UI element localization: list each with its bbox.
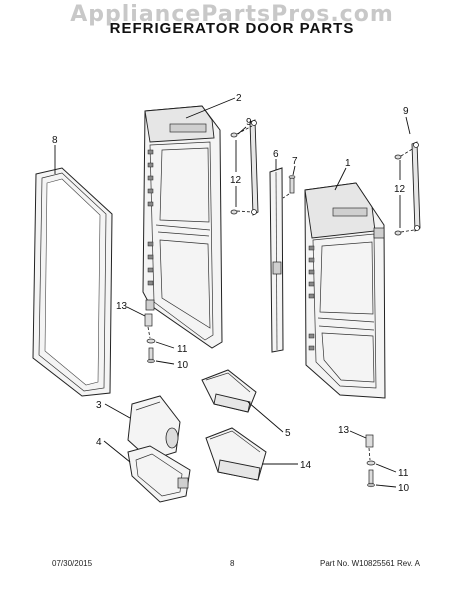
callout-1: 1 bbox=[345, 158, 351, 169]
callout-9-right: 9 bbox=[403, 106, 409, 117]
callout-9-left: 9 bbox=[246, 117, 252, 128]
callout-6: 6 bbox=[273, 149, 279, 160]
callout-10-right: 10 bbox=[398, 483, 410, 494]
callout-13-right: 13 bbox=[338, 425, 350, 436]
page-title: REFRIGERATOR DOOR PARTS bbox=[109, 20, 355, 37]
footer-date: 07/30/2015 bbox=[52, 559, 93, 568]
right-hinge-screw-bottom bbox=[394, 229, 415, 236]
door-bin-small bbox=[201, 369, 257, 413]
right-lower-hinge-hardware bbox=[365, 434, 376, 488]
callout-11-left: 11 bbox=[177, 344, 188, 355]
mullion-screw bbox=[282, 175, 296, 199]
callout-12-right: 12 bbox=[394, 184, 406, 195]
right-door bbox=[304, 182, 386, 399]
callout-2: 2 bbox=[236, 93, 242, 104]
left-lower-hinge-hardware bbox=[144, 313, 156, 364]
part-number-label: Part No. bbox=[320, 559, 350, 568]
leader-lines bbox=[54, 97, 411, 488]
callout-5: 5 bbox=[285, 428, 291, 439]
callout-8: 8 bbox=[52, 135, 58, 146]
callout-3: 3 bbox=[96, 400, 102, 411]
watermark: AppliancePartsPros.com bbox=[70, 2, 394, 27]
door-gasket bbox=[32, 167, 113, 397]
ice-bin-bracket bbox=[127, 445, 191, 503]
callout-12-left: 12 bbox=[230, 175, 242, 186]
part-number-value: W10825561 bbox=[351, 559, 395, 568]
door-bin-large bbox=[205, 427, 267, 481]
left-hinge-bracket bbox=[249, 119, 259, 216]
footer-page-number: 8 bbox=[230, 559, 235, 568]
right-hinge-screw-top bbox=[394, 147, 415, 160]
revision-label: Rev. bbox=[396, 559, 413, 568]
callout-14: 14 bbox=[300, 460, 312, 471]
callout-10-left: 10 bbox=[177, 360, 189, 371]
ice-bin-cover bbox=[127, 395, 181, 461]
callout-numbers: 2 8 9 12 6 7 1 9 12 13 11 10 3 4 5 14 13… bbox=[52, 93, 410, 494]
left-door bbox=[142, 105, 223, 349]
left-hinge-screw-bottom bbox=[230, 209, 253, 215]
revision-value: A bbox=[414, 559, 420, 568]
callout-11-right: 11 bbox=[398, 468, 409, 479]
footer-part-number: Part No. W10825561 Rev. A bbox=[320, 559, 420, 568]
callout-13-left: 13 bbox=[116, 301, 128, 312]
right-hinge-bracket bbox=[411, 141, 421, 232]
callout-4: 4 bbox=[96, 437, 102, 448]
flipper-mullion bbox=[269, 167, 284, 353]
callout-7: 7 bbox=[292, 156, 298, 167]
